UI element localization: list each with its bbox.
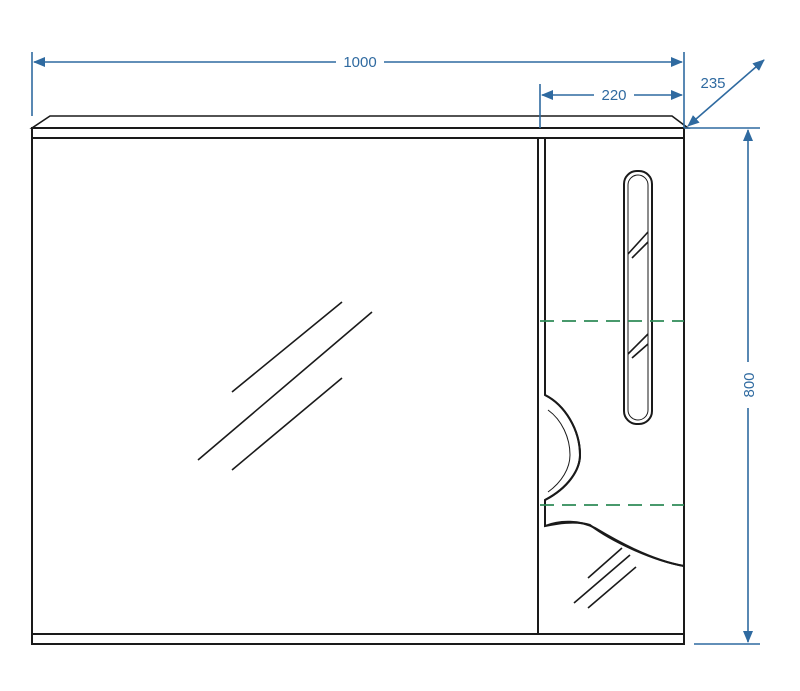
depth-arrow [687,59,765,127]
depth-label: 235 [700,75,725,92]
reflection-line [197,311,373,461]
reflection-line [631,343,649,359]
width-right-label: 220 [601,87,626,104]
bottom-board [31,633,685,645]
reflection-line [631,241,649,259]
hidden-shelves [540,320,684,506]
handle-slot [623,170,653,425]
cabinet [29,115,691,645]
reflection-line [573,554,631,604]
reflection-line [231,377,343,471]
reflection-line [587,566,637,609]
outer-frame [31,137,685,635]
reflection-line [231,301,343,393]
curved-cutout [544,394,582,501]
reflection-line [627,231,649,255]
top-board [31,127,685,139]
side-door [544,137,685,568]
curved-cutout-inner [547,409,571,493]
width-total-label: 1000 [343,54,376,71]
reflection-line [587,547,623,579]
mirror-reflections [197,231,649,609]
height-label: 800 [741,372,758,397]
wave-panel [544,520,685,567]
handle-slot-inner [627,174,649,421]
top-cornice [29,115,691,129]
dimension-lines [31,52,765,645]
reflection-line [627,333,649,355]
